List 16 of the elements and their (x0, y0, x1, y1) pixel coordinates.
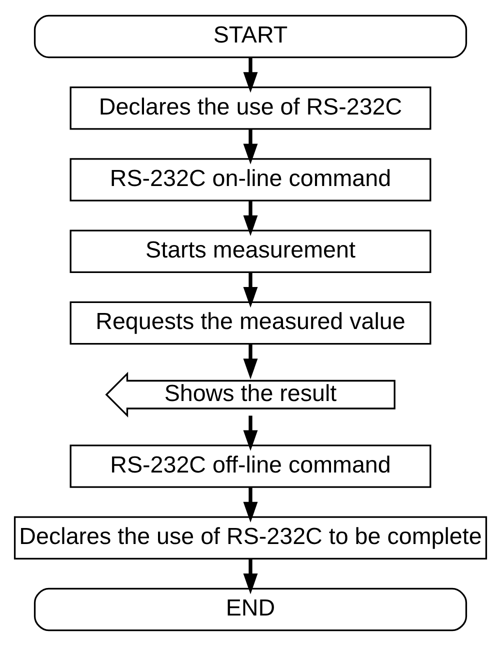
node-box: Declares the use of RS-232C (70, 86, 432, 130)
arrow (243, 416, 258, 451)
arrow (243, 272, 258, 308)
node-box: START (34, 14, 468, 58)
node-box: Declares the use of RS-232C to be complete (14, 516, 488, 560)
arrow (243, 200, 258, 236)
arrow (243, 344, 258, 380)
node-box: Starts measurement (70, 230, 432, 274)
node-box: RS-232C on-line command (70, 158, 432, 202)
arrow (243, 58, 258, 93)
arrow (243, 558, 258, 594)
node-box: RS-232C off-line command (70, 444, 432, 488)
node-box: END (34, 588, 468, 632)
node-box: Requests the measured value (70, 301, 432, 345)
arrow (243, 129, 258, 164)
arrow (243, 487, 258, 523)
